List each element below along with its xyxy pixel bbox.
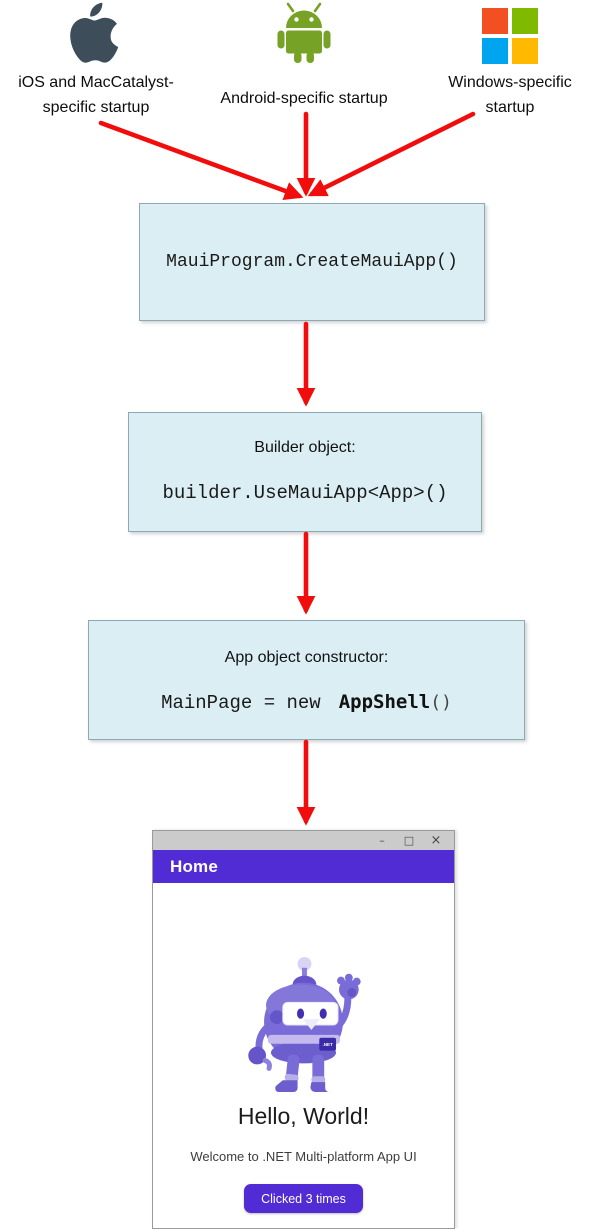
android-icon <box>277 2 331 63</box>
label-line: Windows-specific <box>448 74 572 91</box>
label-ios-maccatalyst: iOS and MacCatalyst- specific startup <box>8 70 184 120</box>
welcome-text: Welcome to .NET Multi-platform App UI <box>190 1149 417 1164</box>
label-line: specific startup <box>42 99 150 116</box>
page-title: Home <box>170 856 219 876</box>
window-titlebar: – □ × <box>153 831 454 850</box>
flowbox-builder: Builder object: builder.UseMauiApp<App>(… <box>128 412 482 532</box>
label-android: Android-specific startup <box>194 86 414 111</box>
minimize-icon[interactable]: – <box>379 834 385 847</box>
windows-icon <box>482 8 538 64</box>
label-line: iOS and MacCatalyst- <box>18 74 174 91</box>
dotnet-bot-image: .NET <box>241 954 366 1094</box>
label-line: startup <box>485 99 535 116</box>
code-mainpage-suffix: () <box>430 692 452 713</box>
close-icon[interactable]: × <box>430 833 442 848</box>
code-mainpage: MainPage = new AppShell() <box>161 691 452 714</box>
counter-button[interactable]: Clicked 3 times <box>244 1184 363 1213</box>
flowbox-createmauiapp: MauiProgram.CreateMauiApp() <box>139 203 485 321</box>
label-windows: Windows-specific startup <box>430 70 590 120</box>
code-mainpage-prefix: MainPage = new <box>161 692 321 714</box>
code-appshell: AppShell <box>338 691 431 713</box>
maximize-icon[interactable]: □ <box>403 834 415 847</box>
svg-text:.NET: .NET <box>323 1042 334 1047</box>
app-constructor-title: App object constructor: <box>224 649 389 666</box>
code-createmauiapp: MauiProgram.CreateMauiApp() <box>166 252 458 272</box>
code-usemauiapp: builder.UseMauiApp<App>() <box>162 482 448 504</box>
label-line: Android-specific startup <box>220 90 388 107</box>
flowbox-app-constructor: App object constructor: MainPage = new Ap… <box>88 620 525 740</box>
app-content: .NET Hello, World! Welcome to .NET Multi… <box>153 883 454 1213</box>
apple-icon <box>70 2 119 63</box>
hello-heading: Hello, World! <box>237 1103 370 1129</box>
arrow-apple-to-box1 <box>98 120 304 200</box>
builder-title: Builder object: <box>254 439 356 456</box>
arrow-windows-to-box1 <box>307 111 476 197</box>
app-window: – □ × Home <box>152 830 455 1229</box>
app-navbar: Home <box>153 850 454 883</box>
